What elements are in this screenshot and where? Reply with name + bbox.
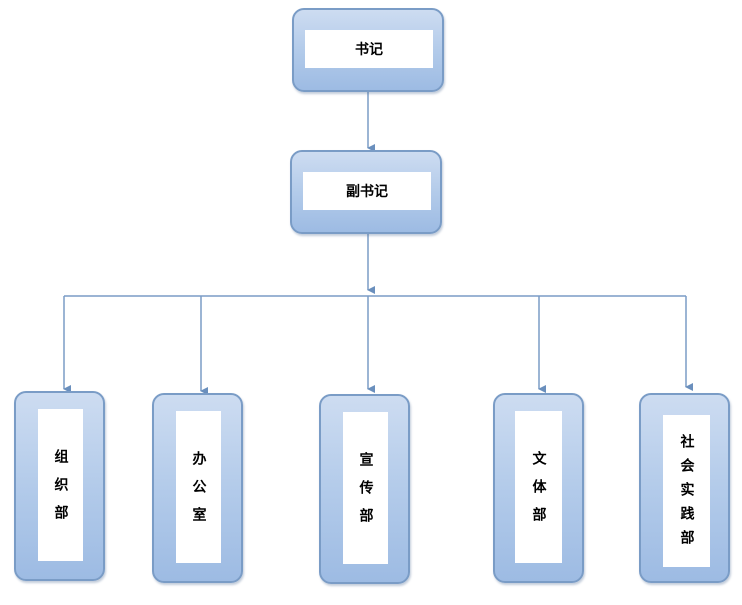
node-department-3: 宣传部 bbox=[319, 394, 410, 584]
node-deputy-secretary-label: 副书记 bbox=[303, 172, 431, 210]
node-department-4-label: 文体部 bbox=[515, 411, 562, 563]
node-department-2: 办公室 bbox=[152, 393, 243, 583]
node-department-4: 文体部 bbox=[493, 393, 584, 583]
node-department-1-label: 组织部 bbox=[38, 409, 83, 561]
node-department-3-label: 宣传部 bbox=[343, 412, 388, 564]
node-department-5-label: 社会实践部 bbox=[663, 415, 710, 567]
node-department-5: 社会实践部 bbox=[639, 393, 730, 583]
node-secretary-label: 书记 bbox=[305, 30, 433, 68]
node-department-1: 组织部 bbox=[14, 391, 105, 581]
node-department-2-label: 办公室 bbox=[176, 411, 221, 563]
node-secretary: 书记 bbox=[292, 8, 444, 92]
node-deputy-secretary: 副书记 bbox=[290, 150, 442, 234]
